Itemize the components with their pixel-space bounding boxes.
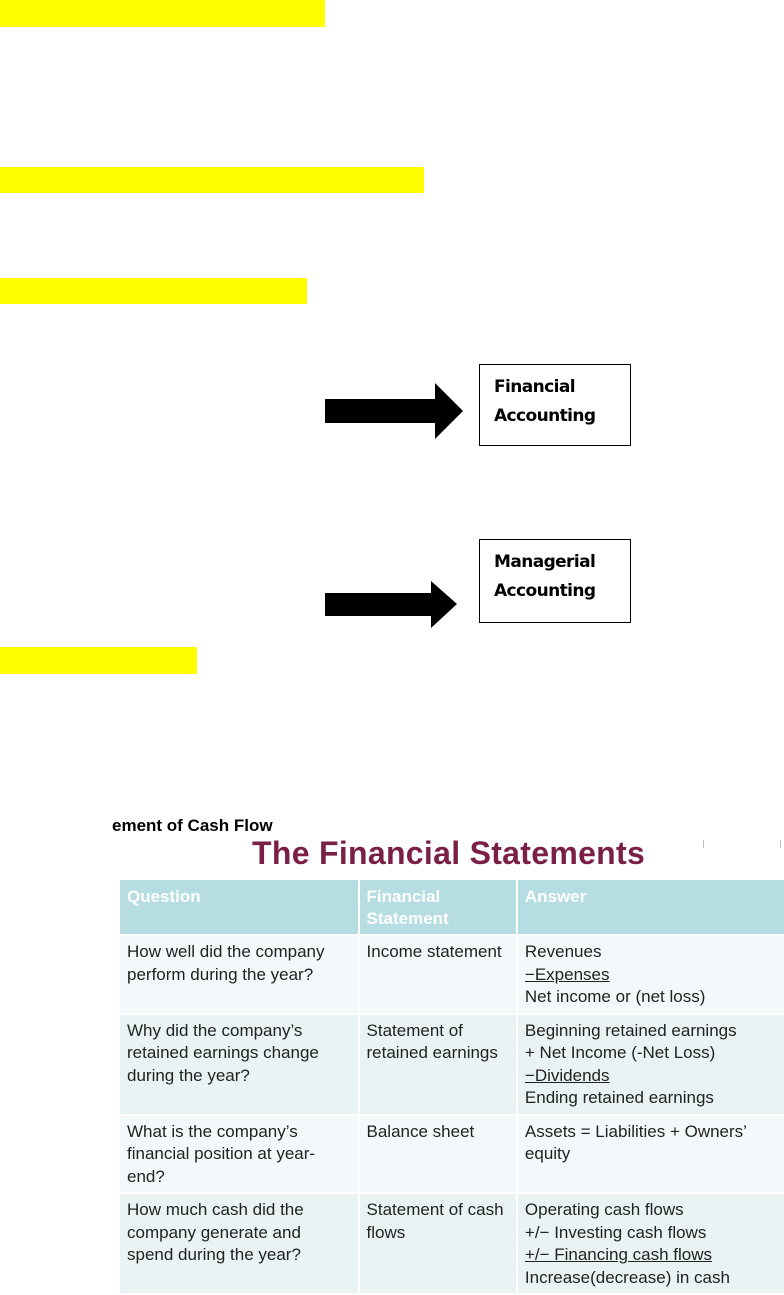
highlight-bar-2 bbox=[0, 167, 424, 193]
highlight-bar-3 bbox=[0, 278, 307, 304]
answer-line: Beginning retained earnings bbox=[524, 1020, 737, 1040]
box-line-1: Managerial bbox=[494, 552, 596, 572]
section-caption: ement of Cash Flow bbox=[112, 816, 273, 835]
question-cell: How well did the company perform during … bbox=[120, 936, 358, 1013]
table-row: What is the company’s financial position… bbox=[120, 1115, 784, 1192]
answer-line: Ending retained earnings bbox=[524, 1088, 714, 1107]
financial-accounting-box: Financial Accounting bbox=[479, 364, 631, 446]
right-arrow-icon bbox=[325, 383, 463, 439]
answer-line: −Expenses bbox=[524, 964, 610, 984]
highlight-bar-4 bbox=[0, 647, 197, 674]
header-question: Question bbox=[120, 880, 358, 934]
statement-cell: Income statement bbox=[359, 936, 516, 1013]
answer-line: + Net Income (-Net Loss) bbox=[524, 1043, 716, 1062]
answer-line: Operating cash flows bbox=[524, 1200, 684, 1219]
statement-cell: Statement of retained earnings bbox=[359, 1014, 516, 1114]
table-row: How much cash did the company generate a… bbox=[120, 1194, 784, 1293]
highlight-bar-1 bbox=[0, 0, 325, 27]
answer-line: equity bbox=[524, 1144, 571, 1163]
divider bbox=[780, 840, 781, 848]
answer-line: Assets = Liabilities + Owners’ bbox=[524, 1121, 747, 1141]
box-line-2: Accounting bbox=[494, 581, 596, 601]
question-cell: What is the company’s financial position… bbox=[120, 1115, 358, 1192]
answer-cell: Operating cash flows +/− Investing cash … bbox=[517, 1194, 784, 1293]
question-cell: Why did the company’s retained earnings … bbox=[120, 1014, 358, 1114]
box-line-2: Accounting bbox=[494, 406, 596, 426]
answer-line: +/− Financing cash flows bbox=[524, 1245, 713, 1264]
question-cell: How much cash did the company generate a… bbox=[120, 1194, 358, 1293]
header-statement: Financial Statement bbox=[359, 880, 516, 934]
divider bbox=[703, 840, 704, 848]
answer-line: Revenues bbox=[524, 942, 602, 961]
table-row: Why did the company’s retained earnings … bbox=[120, 1014, 784, 1114]
answer-cell: Assets = Liabilities + Owners’ equity bbox=[517, 1115, 784, 1192]
right-arrow-icon bbox=[325, 581, 457, 628]
table-row: How well did the company perform during … bbox=[120, 936, 784, 1013]
managerial-accounting-box: Managerial Accounting bbox=[479, 539, 631, 623]
answer-cell: Beginning retained earnings + Net Income… bbox=[517, 1014, 784, 1114]
answer-line: +/− Investing cash flows bbox=[524, 1222, 707, 1242]
slide-title: The Financial Statements bbox=[252, 835, 646, 871]
statement-cell: Balance sheet bbox=[359, 1115, 516, 1192]
financial-statements-table: Question Financial Statement Answer How … bbox=[118, 878, 784, 1295]
table-header-row: Question Financial Statement Answer bbox=[120, 880, 784, 934]
statement-cell: Statement of cash flows bbox=[359, 1194, 516, 1293]
answer-line: Increase(decrease) in cash bbox=[524, 1267, 730, 1287]
header-answer: Answer bbox=[517, 880, 784, 934]
answer-cell: Revenues −Expenses Net income or (net lo… bbox=[517, 936, 784, 1013]
box-line-1: Financial bbox=[494, 377, 576, 397]
answer-line: −Dividends bbox=[524, 1065, 610, 1085]
answer-line: Net income or (net loss) bbox=[524, 987, 706, 1006]
